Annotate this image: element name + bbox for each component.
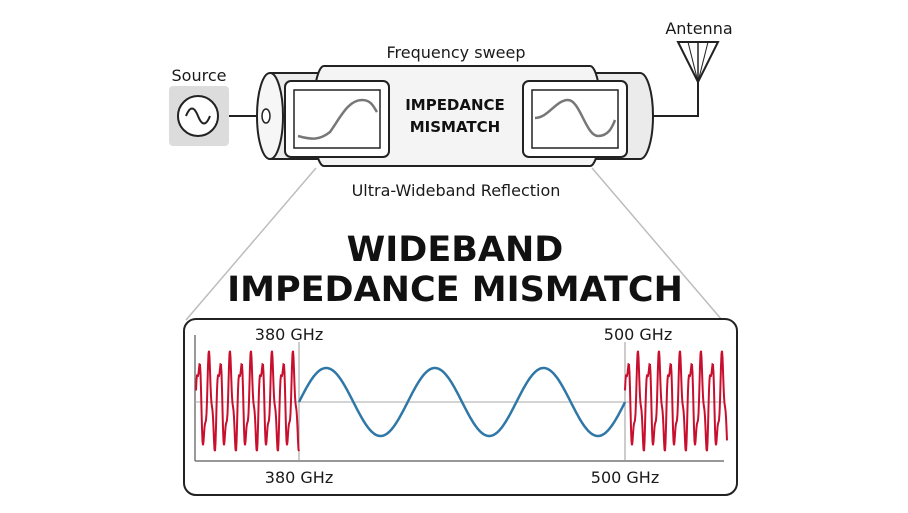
zoom-line-right: [591, 167, 723, 321]
title-line-1: WIDEBAND: [347, 230, 564, 270]
cylinder-title-line-2: MISMATCH: [410, 118, 500, 136]
cable-cylinder: [256, 65, 654, 167]
freq-label-bottom-right: 500 GHz: [591, 468, 659, 487]
reflection-wave-left: [195, 350, 300, 452]
reflection-wave-right: [624, 350, 728, 452]
freq-label-bottom-left: 380 GHz: [265, 468, 333, 487]
cylinder-title-line-1: IMPEDANCE: [405, 96, 505, 114]
antenna-label: Antenna: [665, 19, 732, 38]
zoom-line-left: [185, 167, 317, 321]
title-line-2: IMPEDANCE MISMATCH: [227, 270, 683, 310]
antenna-icon: [653, 41, 720, 117]
freq-label-top-right: 500 GHz: [604, 325, 672, 344]
reflection-label: Ultra-Wideband Reflection: [352, 181, 561, 200]
sweep-label: Frequency sweep: [386, 43, 525, 62]
source-block: [169, 86, 229, 146]
scope-right-trace: [534, 98, 617, 138]
passband-wave: [297, 366, 627, 438]
source-label: Source: [172, 66, 227, 85]
scope-left-trace: [297, 98, 379, 140]
connector-port: [261, 108, 271, 124]
sine-source-icon: [185, 107, 211, 125]
spectrum-panel: [183, 318, 738, 496]
freq-label-top-left: 380 GHz: [255, 325, 323, 344]
